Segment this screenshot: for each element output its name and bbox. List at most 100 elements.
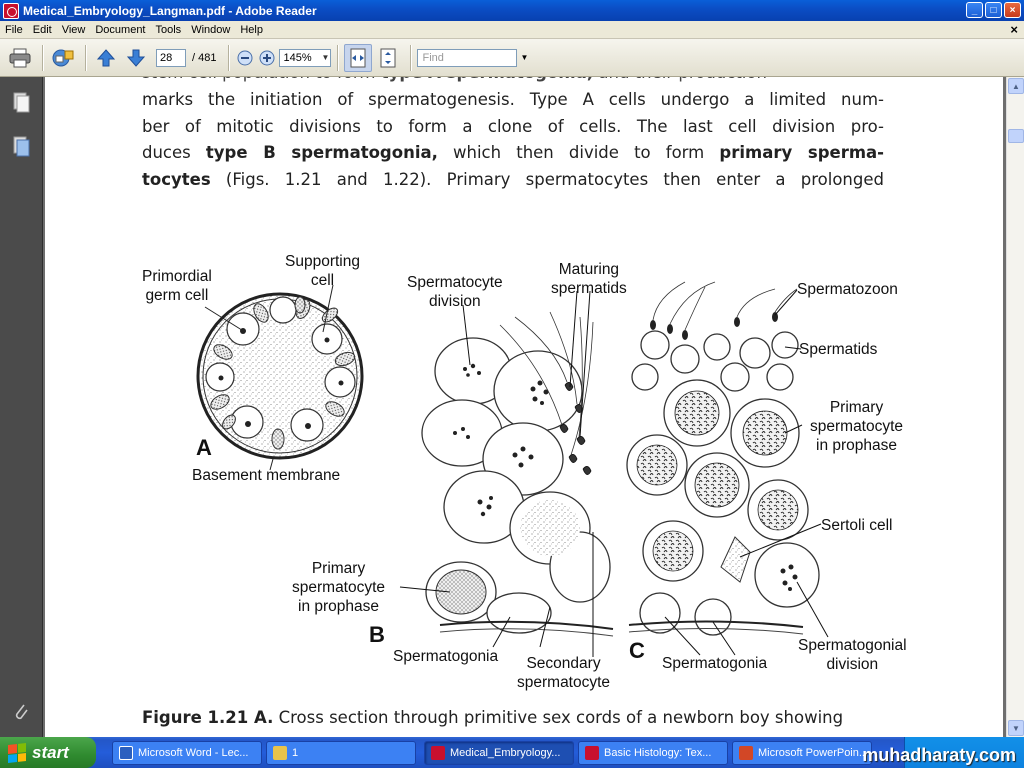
- text-segment: duces: [142, 143, 206, 162]
- toolbar-separator: [85, 44, 86, 71]
- next-page-button[interactable]: [122, 44, 150, 72]
- word-icon: [119, 745, 133, 760]
- page-number-input[interactable]: 28: [156, 48, 186, 67]
- menu-document[interactable]: Document: [95, 23, 146, 36]
- page-total: / 481: [192, 51, 217, 64]
- adobe-reader-icon: [3, 2, 19, 19]
- scroll-thumb[interactable]: [1008, 129, 1024, 143]
- label-spermatogonia-b: Spermatogonia: [393, 648, 499, 665]
- powerpoint-icon: [739, 745, 753, 760]
- bookmarks-icon[interactable]: [11, 135, 31, 157]
- caption-figure-number: Figure 1.21 A.: [142, 708, 274, 727]
- text-line-content: tocytes (Figs. 1.21 and 1.22). Primary s…: [142, 167, 884, 194]
- start-button[interactable]: start: [0, 737, 96, 768]
- arrow-down-icon: [126, 49, 146, 67]
- arrow-up-icon: [96, 48, 116, 66]
- start-label: start: [32, 742, 69, 762]
- bold-term: primary sperma-: [719, 143, 885, 162]
- scroll-down-arrow-icon[interactable]: ▼: [1008, 720, 1024, 736]
- spermatogenesis-illustration: [196, 281, 829, 657]
- menu-help[interactable]: Help: [240, 23, 263, 36]
- toolbar-separator: [42, 44, 43, 71]
- panel-letter-c: C: [629, 638, 645, 663]
- vertical-scrollbar[interactable]: ▲ ▼: [1006, 77, 1024, 737]
- fit-page-icon: [380, 48, 396, 67]
- zoom-level-value: 145%: [283, 51, 312, 64]
- text-line-content: ber of mitotic divisions to form a clone…: [142, 114, 884, 141]
- text-segment: ber of mitotic divisions to form a clone…: [142, 116, 884, 136]
- fit-width-button[interactable]: [344, 43, 373, 72]
- toolbar-separator: [410, 44, 412, 71]
- text-segment: marks the initiation of spermatogenesis.…: [142, 90, 884, 109]
- find-options-chevron-icon[interactable]: ▼: [520, 53, 529, 62]
- task-word[interactable]: Microsoft Word - Lec...: [112, 740, 262, 765]
- chromosome-clusters: [453, 363, 549, 517]
- menu-bar: File Edit View Document Tools Window Hel…: [0, 21, 1024, 39]
- attachments-icon[interactable]: [11, 701, 31, 723]
- panel-b-seminiferous-epithelium: [421, 308, 614, 637]
- maximize-button[interactable]: □: [985, 2, 1002, 18]
- taskbar: start Microsoft Word - Lec... 1 Medical_…: [0, 737, 1024, 768]
- caption-text: Cross section through primitive sex cord…: [273, 708, 844, 727]
- bold-term: tocytes: [142, 169, 211, 189]
- previous-page-button[interactable]: [92, 44, 120, 72]
- task-label: Microsoft PowerPoin...: [758, 746, 869, 759]
- label-spermatids: Spermatids: [799, 341, 878, 358]
- zoom-out-icon: [237, 50, 253, 65]
- toolbar: 28 / 481 145% ▼ Find ▼: [0, 39, 1024, 77]
- text-line: tocytes (Figs. 1.21 and 1.22). Primary s…: [142, 167, 884, 194]
- chevron-down-icon: ▼: [321, 53, 330, 62]
- printer-icon: [9, 48, 31, 67]
- toolbar-separator: [337, 44, 339, 71]
- figure-caption: Figure 1.21 A. Cross section through pri…: [142, 708, 884, 727]
- window-title: Medical_Embryology_Langman.pdf - Adobe R…: [23, 3, 317, 18]
- task-folder[interactable]: 1: [266, 740, 416, 765]
- menu-edit[interactable]: Edit: [32, 23, 52, 36]
- text-line: duces type B spermatogonia, which then d…: [142, 140, 884, 167]
- collaborate-button[interactable]: [49, 44, 77, 72]
- toolbar-separator: [228, 44, 230, 71]
- navigation-panel: [0, 77, 43, 737]
- task-label: Basic Histology: Tex...: [604, 746, 712, 759]
- menu-tools[interactable]: Tools: [155, 23, 182, 36]
- scroll-up-arrow-icon[interactable]: ▲: [1008, 78, 1024, 94]
- spermatozoa-heads: [650, 312, 778, 340]
- fit-page-button[interactable]: [374, 44, 402, 72]
- pdf-page[interactable]: stem cell population to form type A sper…: [45, 77, 1003, 737]
- panel-a-cross-section: [196, 284, 364, 471]
- task-label: Medical_Embryology...: [450, 746, 561, 759]
- adobe-reader-icon: [431, 745, 445, 760]
- menu-view[interactable]: View: [61, 23, 86, 36]
- label-leader-lines: [399, 289, 829, 657]
- close-button[interactable]: ×: [1004, 2, 1021, 18]
- zoom-level-select[interactable]: 145% ▼: [279, 48, 332, 67]
- text-line-content: duces type B spermatogonia, which then d…: [142, 140, 884, 167]
- task-powerpoint[interactable]: Microsoft PowerPoin...: [732, 740, 872, 765]
- menu-file[interactable]: File: [5, 23, 23, 36]
- label-basement-membrane: Basement membrane: [192, 467, 341, 484]
- minimize-button[interactable]: _: [966, 2, 983, 18]
- body-text: marks the initiation of spermatogenesis.…: [142, 87, 884, 193]
- pages-icon[interactable]: [11, 91, 31, 113]
- label-spermatozoon: Spermatozoon: [797, 281, 898, 298]
- panel-c-seminiferous-epithelium: [626, 281, 820, 637]
- zoom-out-button[interactable]: [235, 44, 255, 72]
- document-close-icon[interactable]: ×: [1010, 22, 1018, 37]
- find-input[interactable]: Find: [417, 48, 518, 67]
- task-adobe-reader-active[interactable]: Medical_Embryology...: [424, 740, 574, 765]
- print-button[interactable]: [6, 44, 34, 72]
- title-bar: Medical_Embryology_Langman.pdf - Adobe R…: [0, 0, 1024, 21]
- text-line: ber of mitotic divisions to form a clone…: [142, 114, 884, 141]
- task-basic-histology[interactable]: Basic Histology: Tex...: [578, 740, 728, 765]
- zoom-in-button[interactable]: [257, 44, 277, 72]
- panel-letter-b: B: [369, 622, 385, 647]
- menu-window[interactable]: Window: [191, 23, 231, 36]
- system-tray: [904, 737, 1024, 768]
